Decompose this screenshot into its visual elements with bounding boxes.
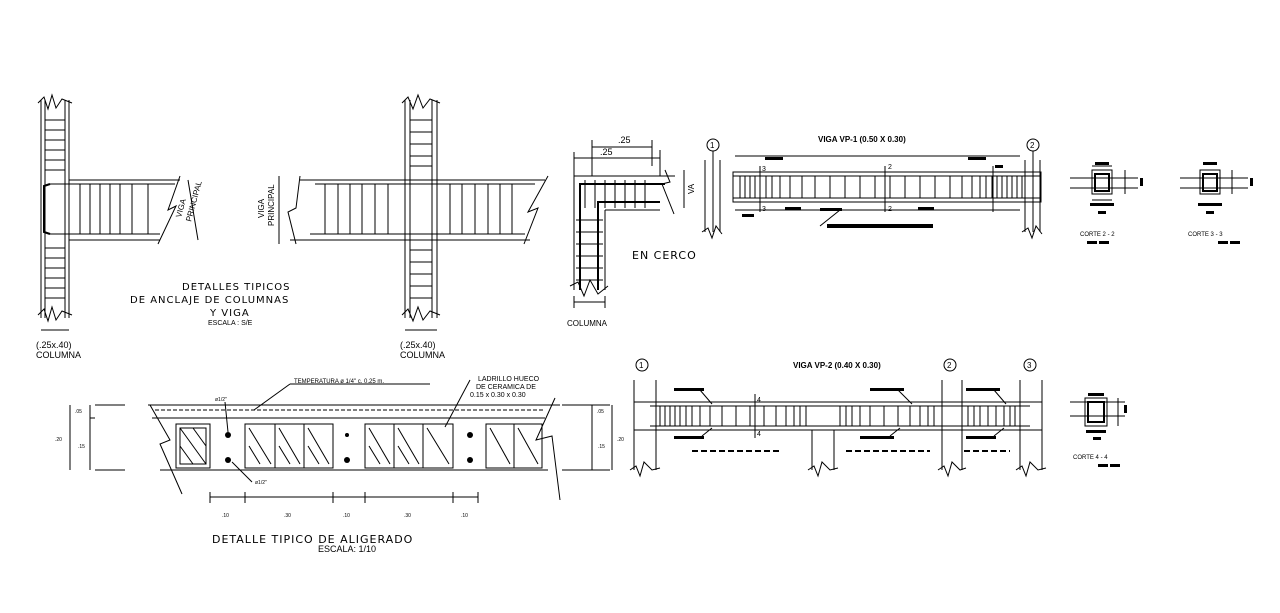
- vp2-title: VIGA VP-2 (0.40 X 0.30): [793, 361, 881, 370]
- anchorage-detail-cross: VIGA PRINCIPAL (.25x.40) COLUMNA: [257, 93, 549, 360]
- en-cerco-label: EN CERCO: [632, 249, 697, 262]
- slab-dim-15: .15: [78, 444, 85, 450]
- slab-bot-1: .10: [222, 513, 229, 519]
- column-dim-1: (.25x.40): [36, 340, 72, 350]
- viga-label-2: VIGA: [257, 198, 266, 218]
- corner-dim-inner: .25: [600, 147, 613, 157]
- slab-bar-bottom: ø1/2": [255, 480, 267, 486]
- corner-dim-outer: .25: [618, 135, 631, 145]
- principal-label-2: PRINCIPAL: [267, 184, 276, 226]
- slab-dim-05b: .05: [597, 409, 604, 415]
- slab-dim-15b: .15: [598, 444, 605, 450]
- brick-block-2: [244, 423, 334, 469]
- corte-3-label: CORTE 3 - 3: [1188, 232, 1223, 238]
- vp1-title: VIGA VP-1 (0.50 X 0.30): [818, 135, 906, 144]
- slab-detail: .05 .20 .15 .05 .20 .15 .10 .30 .10 .30 …: [55, 376, 624, 554]
- slab-bar-top: ø1/2": [215, 397, 227, 403]
- slab-bot-2: .30: [284, 513, 291, 519]
- slab-scale: ESCALA: 1/10: [318, 544, 376, 554]
- brick-block-3: [364, 423, 454, 469]
- anchorage-title-line2: DE ANCLAJE DE COLUMNAS: [130, 295, 289, 306]
- corner-columna: COLUMNA: [567, 319, 608, 328]
- vp2-axis-2: 2: [947, 361, 952, 370]
- slab-temperatura: TEMPERATURA ø 1/4" c. 0.25 m.: [294, 379, 384, 385]
- column-dim-2: (.25x.40): [400, 340, 436, 350]
- corte-2-label: CORTE 2 - 2: [1080, 232, 1115, 238]
- vp1-axis-1: 1: [710, 141, 715, 150]
- beam-vp2: VIGA VP-2 (0.40 X 0.30) 1 2 3: [629, 358, 1047, 478]
- column-label-2: COLUMNA: [400, 350, 445, 360]
- vp2-sec-4a: 4: [757, 397, 761, 404]
- anchorage-title-line1: DETALLES TIPICOS: [182, 282, 290, 293]
- ladrillo-line1: LADRILLO HUECO: [478, 376, 540, 383]
- vp1-sec-2a: 2: [888, 164, 892, 171]
- slab-bot-5: .10: [461, 513, 468, 519]
- anchorage-title: DETALLES TIPICOS DE ANCLAJE DE COLUMNAS …: [130, 282, 290, 327]
- vp2-axis-1: 1: [639, 361, 644, 370]
- slab-dim-20: .20: [55, 437, 62, 443]
- beam-vp1: VIGA VP-1 (0.50 X 0.30) 1 2: [701, 135, 1043, 240]
- vp2-sec-4b: 4: [757, 431, 761, 438]
- vp1-sec-3a: 3: [762, 166, 766, 173]
- section-4-4: CORTE 4 - 4: [1070, 393, 1127, 467]
- ladrillo-line3: 0.15 x 0.30 x 0.30: [470, 392, 526, 399]
- column-label-1: COLUMNA: [36, 350, 81, 360]
- section-3-3: CORTE 3 - 3: [1180, 162, 1253, 244]
- anchorage-scale: ESCALA : S/E: [208, 320, 253, 327]
- vp1-axis-2: 2: [1030, 141, 1035, 150]
- anchorage-title-line3: Y VIGA: [209, 308, 250, 319]
- slab-title: DETALLE TIPICO DE ALIGERADO: [212, 533, 413, 546]
- brick-block-1: [175, 423, 211, 469]
- slab-dim-05a: .05: [75, 409, 82, 415]
- section-2-2: CORTE 2 - 2: [1070, 162, 1143, 244]
- slab-bot-3: .10: [343, 513, 350, 519]
- vp2-axis-3: 3: [1027, 361, 1032, 370]
- corte-4-label: CORTE 4 - 4: [1073, 455, 1108, 461]
- ladrillo-line2: DE CERAMICA DE: [476, 384, 536, 391]
- corner-va: VA: [687, 183, 696, 194]
- slab-bot-4: .30: [404, 513, 411, 519]
- slab-dim-20b: .20: [617, 437, 624, 443]
- anchorage-detail-t: VIGA PRINCIPAL (.25x.40) COLUMNA: [36, 93, 204, 360]
- brick-block-4: [485, 423, 543, 469]
- corner-detail: .25 .25 VA EN CERCO COLUMNA: [567, 135, 697, 328]
